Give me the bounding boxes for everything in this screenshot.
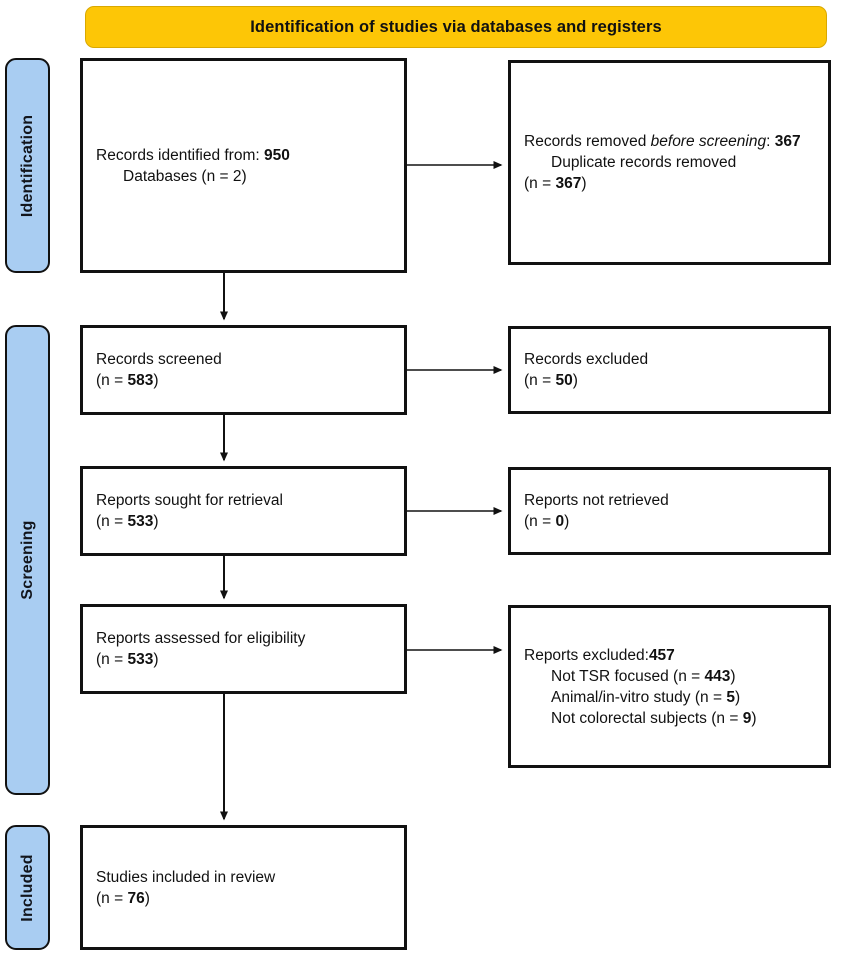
reports-assessed-label: Reports assessed for eligibility (96, 630, 306, 647)
reason-2-suffix: ) (734, 688, 741, 706)
reports-excluded-label: Reports excluded: (524, 646, 649, 664)
records-screened-line-2: (n = 583) (96, 370, 391, 391)
duplicate-records-count: 367 (555, 175, 582, 192)
records-excluded-count: 50 (555, 372, 573, 389)
records-excluded-n-suffix: ) (572, 372, 578, 389)
box-reports-excluded: Reports excluded:457 Not TSR focused (n … (508, 605, 831, 768)
studies-included-n-suffix: ) (144, 889, 150, 907)
reason-3-suffix: ) (751, 709, 757, 727)
box-records-excluded: Records excluded (n = 50) (508, 326, 831, 414)
box-reports-sought-for-retrieval: Reports sought for retrieval (n = 533) (80, 466, 407, 556)
reports-excluded-reason-1: Not TSR focused (n = 443) (524, 666, 815, 687)
box-reports-not-retrieved: Reports not retrieved (n = 0) (508, 467, 831, 555)
diagram-banner: Identification of studies via databases … (85, 6, 827, 48)
reports-sought-line-2: (n = 533) (96, 511, 391, 532)
reports-assessed-n-prefix: (n = (96, 651, 128, 668)
records-removed-count: 367 (774, 133, 801, 150)
reports-sought-label: Reports sought for retrieval (96, 492, 283, 509)
reports-excluded-reason-2: Animal/in-vitro study (n = 5) (524, 687, 815, 708)
reports-excluded-count: 457 (648, 646, 675, 664)
records-identified-label: Records identified from: (96, 146, 264, 164)
reports-sought-n-prefix: (n = (96, 513, 128, 530)
records-removed-line-1: Records removed before screening: 367 (524, 131, 815, 152)
reason-2-count: 5 (726, 688, 735, 706)
reason-1-count: 443 (704, 667, 731, 685)
records-identified-line-2: Databases (n = 2) (123, 167, 247, 185)
reports-excluded-reason-3: Not colorectal subjects (n = 9) (524, 708, 815, 729)
reason-3-count: 9 (742, 709, 752, 727)
records-identified-line-1: Records identified from: 950 (96, 145, 391, 166)
reports-not-retrieved-count: 0 (555, 513, 565, 530)
reason-1-label: Not TSR focused (n = (551, 667, 705, 685)
box-records-identified: Records identified from: 950 Databases (… (80, 58, 407, 273)
studies-included-count: 76 (127, 889, 145, 907)
records-excluded-label: Records excluded (524, 351, 649, 368)
reason-3-label: Not colorectal subjects (n = (551, 709, 743, 727)
reports-sought-n-suffix: ) (153, 513, 159, 530)
records-removed-line-2: Duplicate records removed (551, 154, 737, 171)
studies-included-label: Studies included in review (96, 868, 276, 886)
records-removed-label: Records removed (524, 133, 651, 150)
records-screened-n-prefix: (n = (96, 372, 128, 389)
duplicate-records-n-suffix: ) (581, 175, 587, 192)
stage-bar-screening: Screening (5, 325, 50, 795)
reason-1-suffix: ) (730, 667, 736, 685)
box-reports-assessed-for-eligibility: Reports assessed for eligibility (n = 53… (80, 604, 407, 694)
box-records-removed: Records removed before screening: 367 Du… (508, 60, 831, 265)
stage-bar-included: Included (5, 825, 50, 950)
box-records-screened: Records screened (n = 583) (80, 325, 407, 415)
records-excluded-n-prefix: (n = (524, 372, 556, 389)
records-removed-line-3: (n = 367) (524, 173, 815, 194)
reports-sought-count: 533 (127, 513, 154, 530)
reports-excluded-line-1: Reports excluded:457 (524, 645, 815, 666)
records-screened-n-suffix: ) (153, 372, 159, 389)
reports-assessed-line-2: (n = 533) (96, 649, 391, 670)
records-removed-separator: : (766, 133, 775, 150)
studies-included-line-2: (n = 76) (96, 888, 391, 909)
reports-not-retrieved-n-suffix: ) (564, 513, 570, 530)
box-studies-included-in-review: Studies included in review (n = 76) (80, 825, 407, 950)
records-identified-count: 950 (264, 146, 290, 164)
studies-included-n-prefix: (n = (96, 889, 128, 907)
reason-2-label: Animal/in-vitro study (n = (551, 688, 727, 706)
reports-not-retrieved-label: Reports not retrieved (524, 492, 669, 509)
banner-title: Identification of studies via databases … (250, 17, 662, 36)
reports-assessed-count: 533 (127, 651, 154, 668)
reports-not-retrieved-n-prefix: (n = (524, 513, 556, 530)
stage-label-screening: Screening (18, 520, 36, 600)
reports-not-retrieved-line-2: (n = 0) (524, 511, 815, 532)
stage-label-included: Included (18, 853, 36, 922)
records-screened-label: Records screened (96, 351, 222, 368)
reports-assessed-n-suffix: ) (153, 651, 159, 668)
records-screened-count: 583 (127, 372, 154, 389)
stage-label-identification: Identification (18, 114, 36, 217)
records-removed-emphasis: before screening (650, 133, 767, 150)
duplicate-records-n-prefix: (n = (524, 175, 556, 192)
records-excluded-line-2: (n = 50) (524, 370, 815, 391)
stage-bar-identification: Identification (5, 58, 50, 273)
